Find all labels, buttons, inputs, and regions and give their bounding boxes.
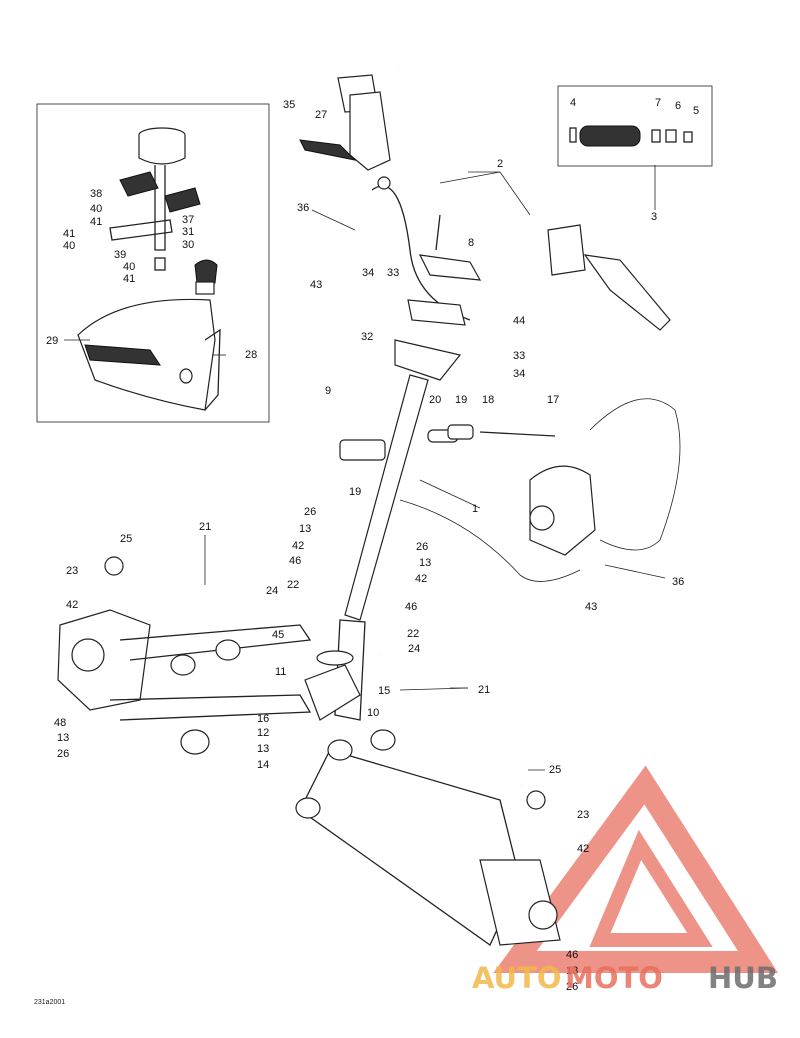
drawing-code: 231a2001 (34, 999, 65, 1006)
label-23-b: 23 (577, 809, 589, 821)
label-18: 18 (482, 394, 494, 406)
watermark-auto: AUTO (472, 961, 562, 995)
callout-labels: 1 2 3 4 5 6 7 8 9 10 11 12 13 13 13 13 1… (46, 97, 699, 993)
label-34-b: 34 (513, 368, 525, 380)
label-41-a: 41 (90, 216, 102, 228)
label-30: 30 (182, 239, 194, 251)
steering-column (334, 339, 462, 721)
label-41-c: 41 (123, 273, 135, 285)
inset-hand-guard (77, 298, 221, 411)
label-22-b: 22 (407, 628, 419, 640)
label-8: 8 (468, 237, 474, 249)
label-20: 20 (429, 394, 441, 406)
handlebar-clamps (407, 214, 482, 326)
label-33-b: 33 (513, 350, 525, 362)
label-37: 37 (182, 214, 194, 226)
label-13-d: 13 (257, 743, 269, 755)
label-16: 16 (257, 713, 269, 725)
label-13-e: 13 (566, 965, 578, 977)
throttle-housing (547, 224, 671, 331)
label-11: 11 (275, 666, 286, 678)
label-15: 15 (378, 685, 390, 697)
left-suspension (57, 609, 312, 755)
label-17: 17 (547, 394, 559, 406)
handlebar (371, 66, 691, 327)
label-21-b: 21 (478, 684, 490, 696)
label-41-b: 41 (63, 228, 75, 240)
label-1: 1 (472, 503, 478, 515)
column-support-bolts (427, 424, 556, 443)
tie-rods (104, 556, 546, 810)
label-10: 10 (367, 707, 379, 719)
brake-lever-assembly (299, 74, 391, 190)
label-40-b: 40 (63, 240, 75, 252)
label-40-a: 40 (90, 203, 102, 215)
label-6: 6 (675, 100, 681, 112)
label-36-b: 36 (672, 576, 684, 588)
label-40-c: 40 (123, 261, 135, 273)
grip-inset-frame (557, 85, 713, 167)
inset-brake-reservoir (109, 127, 218, 295)
steering-plate (304, 650, 361, 721)
label-5: 5 (693, 105, 699, 117)
watermark-moto: MOTO (565, 961, 663, 995)
label-7: 7 (655, 97, 661, 109)
label-21-a: 21 (199, 521, 211, 533)
label-35: 35 (283, 99, 295, 111)
label-42-c: 42 (66, 599, 78, 611)
label-43-b: 43 (585, 601, 597, 613)
label-25-b: 25 (549, 764, 561, 776)
label-14: 14 (257, 759, 269, 771)
label-42-b: 42 (415, 573, 427, 585)
label-48: 48 (54, 717, 66, 729)
label-38: 38 (90, 188, 102, 200)
watermark-logo-icon (493, 765, 779, 973)
label-45: 45 (272, 629, 284, 641)
label-29: 29 (46, 335, 58, 347)
label-19-b: 19 (349, 486, 361, 498)
label-34-a: 34 (362, 267, 374, 279)
label-26-c: 26 (57, 748, 69, 760)
label-42-a: 42 (292, 540, 304, 552)
label-26-a: 26 (304, 506, 316, 518)
label-2: 2 (497, 158, 503, 170)
grip-assembly (569, 125, 693, 147)
label-3: 3 (651, 211, 657, 223)
label-39: 39 (114, 249, 126, 261)
label-13-a: 13 (299, 523, 311, 535)
inset-frame (36, 103, 270, 423)
label-36-a: 36 (297, 202, 309, 214)
label-9: 9 (325, 385, 331, 397)
label-24-a: 24 (266, 585, 278, 597)
label-12: 12 (257, 727, 269, 739)
label-13-c: 13 (57, 732, 69, 744)
label-25-a: 25 (120, 533, 132, 545)
watermark-text: AUTO MOTO HUB (472, 961, 778, 995)
label-28: 28 (245, 349, 257, 361)
label-46-c: 46 (566, 949, 578, 961)
label-31: 31 (182, 226, 194, 238)
label-42-d: 42 (577, 843, 589, 855)
right-suspension (295, 729, 561, 946)
label-27: 27 (315, 109, 327, 121)
label-33-a: 33 (387, 267, 399, 279)
label-23-a: 23 (66, 565, 78, 577)
label-43-a: 43 (310, 279, 322, 291)
label-13-b: 13 (419, 557, 431, 569)
label-26-b: 26 (416, 541, 428, 553)
label-24-b: 24 (408, 643, 420, 655)
label-44: 44 (513, 315, 525, 327)
label-22-a: 22 (287, 579, 299, 591)
carburetor (399, 398, 681, 582)
label-4: 4 (570, 97, 576, 109)
label-19-a: 19 (455, 394, 467, 406)
watermark-hub: HUB (708, 961, 778, 995)
label-26-d: 26 (566, 981, 578, 993)
label-46-a: 46 (289, 555, 301, 567)
label-32: 32 (361, 331, 373, 343)
label-46-b: 46 (405, 601, 417, 613)
leader-lines (64, 165, 666, 771)
